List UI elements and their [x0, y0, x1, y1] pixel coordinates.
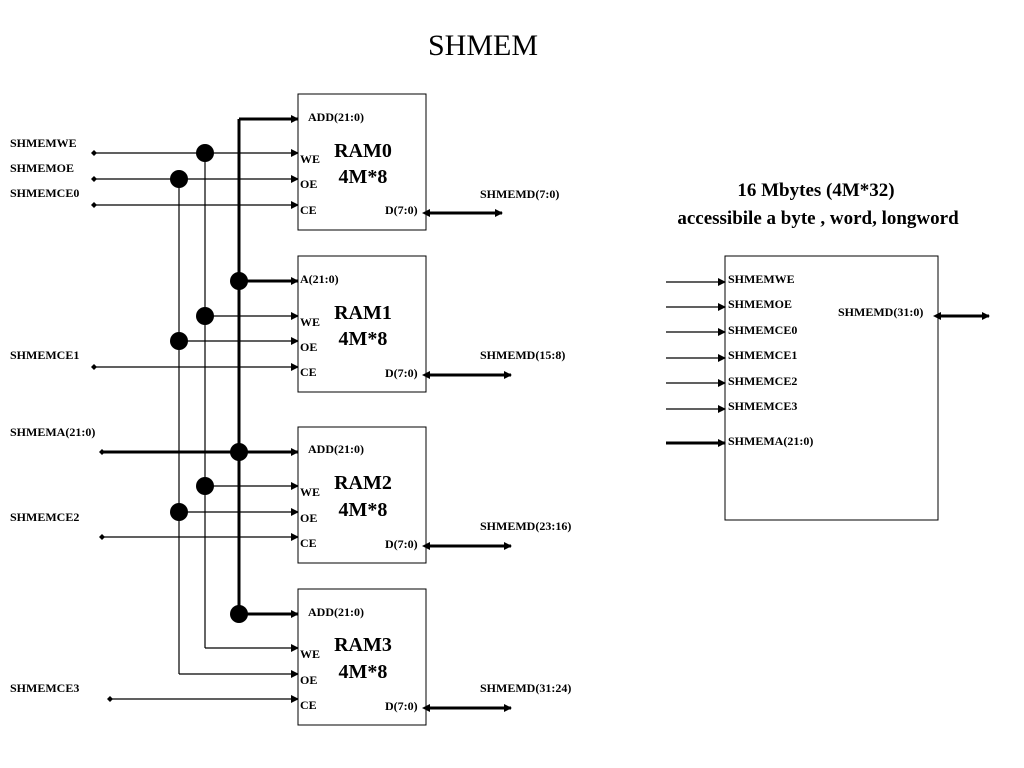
summary-data-bus-label: SHMEMD(31:0)	[838, 305, 923, 319]
junction-we-ram1	[196, 307, 214, 325]
ram3-data-bus-label: SHMEMD(31:24)	[480, 681, 571, 695]
ram2-ce-pin: CE	[300, 536, 317, 550]
we-wiring	[94, 149, 299, 652]
summary-block: SHMEMWE SHMEMOE SHMEMCE0 SHMEMCE1 SHMEMC…	[724, 255, 939, 521]
junction-addr-ram3	[230, 605, 248, 623]
summary-pin-ce1: SHMEMCE1	[728, 348, 797, 362]
ram2-we-pin: WE	[300, 485, 320, 499]
ram1-size: 4M*8	[339, 328, 388, 350]
summary-pin-oe: SHMEMOE	[728, 297, 792, 311]
input-label-addr: SHMEMA(21:0)	[10, 425, 95, 439]
ram0-data-pin: D(7:0)	[385, 203, 418, 217]
ram1-we-pin: WE	[300, 315, 320, 329]
ram3-name: RAM3	[334, 634, 392, 656]
ram3-ce-pin: CE	[300, 698, 317, 712]
input-label-ce3: SHMEMCE3	[10, 681, 79, 695]
summary-caption-line1: 16 Mbytes (4M*32)	[737, 180, 894, 201]
ram1-data-pin: D(7:0)	[385, 366, 418, 380]
ram0-ce-pin: CE	[300, 203, 317, 217]
ram0-block: ADD(21:0) WE OE CE RAM0 4M*8 D(7:0)	[297, 93, 427, 231]
ram1-oe-pin: OE	[300, 340, 317, 354]
junction-oe-ram2	[170, 503, 188, 521]
ce-wiring	[94, 201, 299, 703]
ram2-addr-pin: ADD(21:0)	[308, 442, 364, 456]
ram3-addr-pin: ADD(21:0)	[308, 605, 364, 619]
address-bus	[102, 115, 299, 618]
ram2-oe-pin: OE	[300, 511, 317, 525]
input-label-oe: SHMEMOE	[10, 161, 74, 175]
ram1-name: RAM1	[334, 302, 392, 324]
ram2-data-bus-label: SHMEMD(23:16)	[480, 519, 571, 533]
summary-pin-ce3: SHMEMCE3	[728, 399, 797, 413]
junction-oe-ram1	[170, 332, 188, 350]
summary-pin-we: SHMEMWE	[728, 272, 795, 286]
input-label-we: SHMEMWE	[10, 136, 77, 150]
ram2-name: RAM2	[334, 472, 392, 494]
input-label-ce0: SHMEMCE0	[10, 186, 79, 200]
ram0-data-bus-label: SHMEMD(7:0)	[480, 187, 559, 201]
junction-oe-ram0	[170, 170, 188, 188]
ram2-data-pin: D(7:0)	[385, 537, 418, 551]
junction-addr-ram2	[230, 443, 248, 461]
input-label-ce2: SHMEMCE2	[10, 510, 79, 524]
ram3-block: ADD(21:0) WE OE CE RAM3 4M*8 D(7:0)	[297, 588, 427, 726]
ram0-name: RAM0	[334, 140, 392, 162]
ram0-we-pin: WE	[300, 152, 320, 166]
junction-dots	[170, 144, 248, 623]
ram3-oe-pin: OE	[300, 673, 317, 687]
summary-pin-ce0: SHMEMCE0	[728, 323, 797, 337]
summary-input-arrows	[666, 278, 726, 447]
summary-pin-ce2: SHMEMCE2	[728, 374, 797, 388]
diagram-title: SHMEM	[428, 29, 538, 62]
ram3-size: 4M*8	[339, 661, 388, 683]
ram0-addr-pin: ADD(21:0)	[308, 110, 364, 124]
ram2-block: ADD(21:0) WE OE CE RAM2 4M*8 D(7:0)	[297, 426, 427, 564]
summary-caption-line2: accessibile a byte , word, longword	[677, 208, 959, 229]
ram1-ce-pin: CE	[300, 365, 317, 379]
ram1-block: A(21:0) WE OE CE RAM1 4M*8 D(7:0)	[297, 255, 427, 393]
summary-pin-addr: SHMEMA(21:0)	[728, 434, 813, 448]
ram3-we-pin: WE	[300, 647, 320, 661]
ram1-addr-pin: A(21:0)	[300, 272, 339, 286]
ram2-size: 4M*8	[339, 499, 388, 521]
ram0-size: 4M*8	[339, 166, 388, 188]
input-label-ce1: SHMEMCE1	[10, 348, 79, 362]
junction-addr-ram1	[230, 272, 248, 290]
oe-wiring	[94, 175, 299, 678]
junction-we-ram0	[196, 144, 214, 162]
junction-we-ram2	[196, 477, 214, 495]
ram0-oe-pin: OE	[300, 177, 317, 191]
ram1-data-bus-label: SHMEMD(15:8)	[480, 348, 565, 362]
ram3-data-pin: D(7:0)	[385, 699, 418, 713]
